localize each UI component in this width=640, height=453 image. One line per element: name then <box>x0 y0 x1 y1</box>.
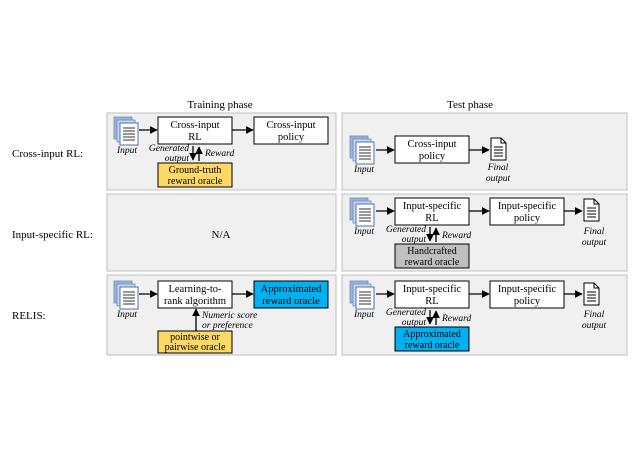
input-specific-rl-line1: Input-specific <box>403 201 462 212</box>
header-test: Test phase <box>447 99 493 111</box>
reward-label: Reward <box>441 231 471 241</box>
input-label: Input <box>116 146 137 156</box>
panel-cross-test <box>341 112 628 191</box>
ground-truth-oracle-box <box>157 162 233 188</box>
or-preference-label: or preference <box>202 320 253 331</box>
final-output-doc-icon <box>583 282 600 306</box>
final-label: Final <box>583 310 605 320</box>
final-output-doc-icon <box>583 198 600 222</box>
cross-input-policy-test-line1: Cross-input <box>407 139 456 150</box>
reward-label: Reward <box>441 314 471 324</box>
generated-label: Generated <box>386 308 426 318</box>
input-label: Input <box>353 227 374 237</box>
ground-truth-oracle-line1: Ground-truth <box>169 165 222 176</box>
input-specific-rl-line2: RL <box>425 213 438 224</box>
final-output-label: output <box>582 321 607 331</box>
approx-oracle-test-line1: Approximated <box>403 329 461 340</box>
pointwise-oracle-line1: pointwise or <box>170 332 220 343</box>
final-output-label: output <box>486 174 511 184</box>
approx-oracle-training-box <box>253 280 329 309</box>
cross-input-policy-test-box <box>394 135 470 164</box>
panel-specific-test <box>341 193 628 272</box>
output-label: output <box>402 235 427 245</box>
handcrafted-oracle-line2: reward oracle <box>405 257 460 268</box>
input-specific-policy-line2: policy <box>514 213 541 224</box>
approx-oracle-training-line1: Approximated <box>261 284 322 295</box>
input-specific-rl-relis-line1: Input-specific <box>403 284 462 295</box>
cross-input-policy-line1: Cross-input <box>266 120 315 131</box>
pointwise-oracle-line2: pairwise oracle <box>165 342 226 353</box>
cross-input-rl-line1: Cross-input <box>170 120 219 131</box>
output-label: output <box>402 318 427 328</box>
ltr-line1: Learning-to- <box>168 284 222 295</box>
cross-input-rl-line2: RL <box>188 132 201 143</box>
input-docs-icon <box>113 116 139 146</box>
panel-relis-test <box>341 274 628 356</box>
output-label: output <box>165 154 190 164</box>
final-output-label: output <box>582 238 607 248</box>
ltr-line2: rank algorithm <box>164 296 226 307</box>
generated-label: Generated <box>149 144 189 154</box>
numeric-score-label: Numeric score <box>201 311 257 321</box>
input-specific-rl-relis-line2: RL <box>425 296 438 307</box>
approx-oracle-training-line2: reward oracle <box>262 296 320 307</box>
generated-label: Generated <box>386 225 426 235</box>
row-label-cross-input: Cross-input RL: <box>12 148 83 160</box>
final-label: Final <box>487 163 509 173</box>
reward-label: Reward <box>204 149 234 159</box>
row-label-relis: RELIS: <box>12 310 46 322</box>
pointwise-oracle-box <box>157 330 233 354</box>
na-label: N/A <box>212 229 231 241</box>
input-docs-icon <box>349 135 375 165</box>
input-specific-policy-box <box>489 197 565 226</box>
input-docs-icon <box>349 280 375 310</box>
input-specific-policy-relis-line1: Input-specific <box>498 284 557 295</box>
input-label: Input <box>353 310 374 320</box>
input-label: Input <box>116 310 137 320</box>
input-specific-policy-relis-line2: policy <box>514 296 541 307</box>
panel-specific-training <box>106 193 337 272</box>
input-specific-policy-line1: Input-specific <box>498 201 557 212</box>
panels <box>106 112 628 356</box>
cross-input-policy-test-line2: policy <box>419 151 446 162</box>
final-output-doc-icon <box>490 137 507 161</box>
cross-input-policy-line2: policy <box>278 132 305 143</box>
cross-input-policy-box <box>253 116 329 145</box>
input-label: Input <box>353 165 374 175</box>
header-training: Training phase <box>187 99 252 111</box>
approx-oracle-test-box <box>394 326 470 352</box>
input-docs-icon <box>113 280 139 310</box>
final-label: Final <box>583 227 605 237</box>
approx-oracle-test-line2: reward oracle <box>405 340 460 351</box>
handcrafted-oracle-line1: Handcrafted <box>407 246 456 257</box>
handcrafted-oracle-box <box>394 243 470 269</box>
input-docs-icon <box>349 197 375 227</box>
input-specific-policy-relis-box <box>489 280 565 309</box>
ground-truth-oracle-line2: reward oracle <box>168 176 223 187</box>
row-label-input-specific: Input-specific RL: <box>12 229 93 241</box>
input-specific-rl-box <box>394 197 470 226</box>
